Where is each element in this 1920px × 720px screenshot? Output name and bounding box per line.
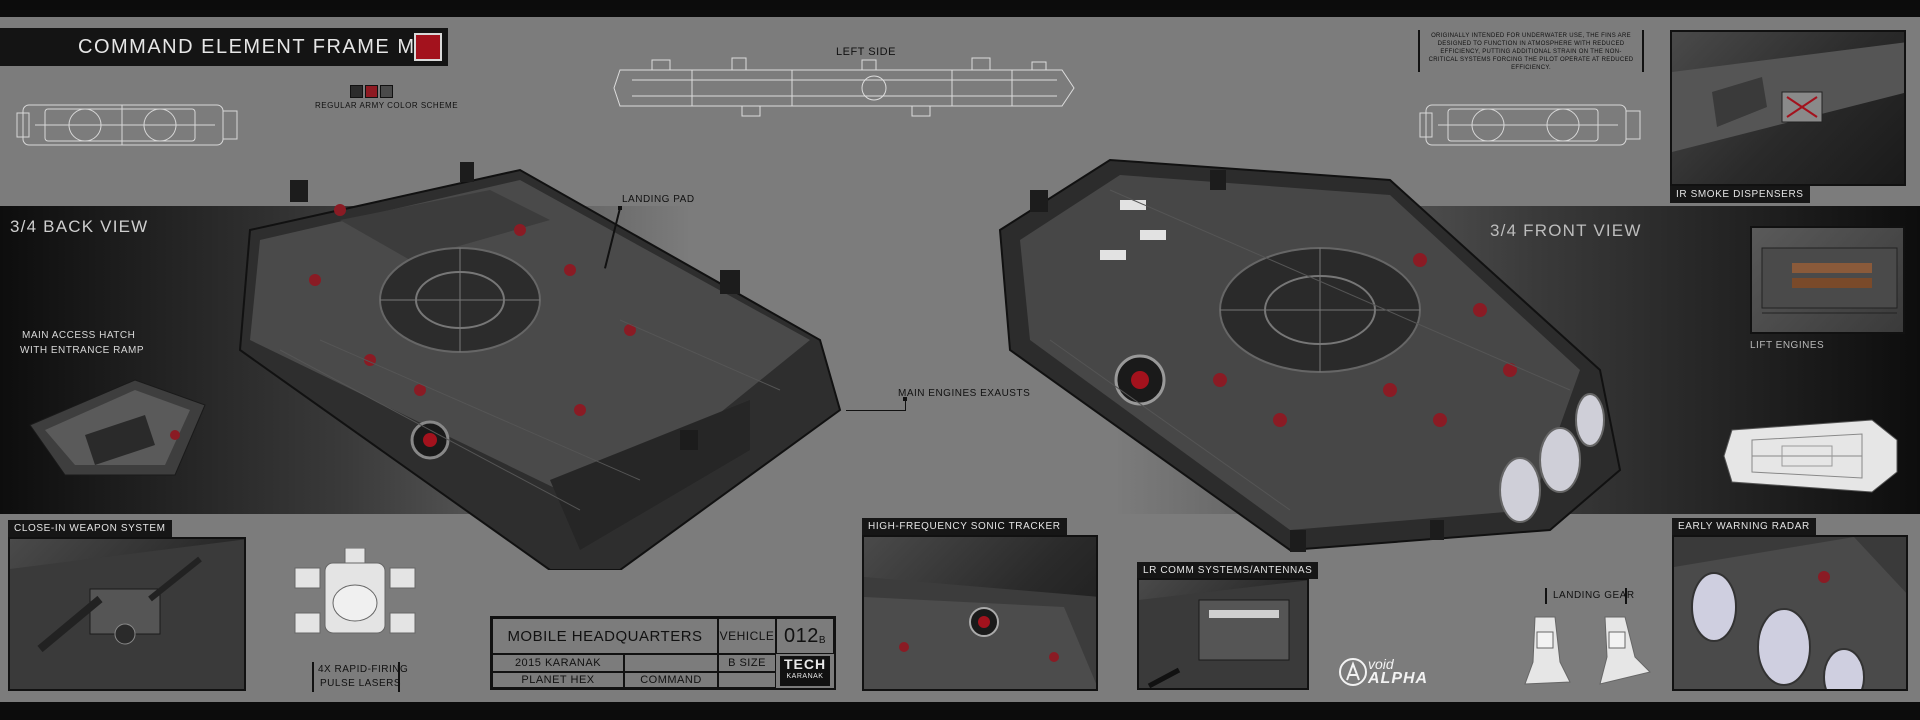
ir-smoke-tag: IR SMOKE DISPENSERS: [1670, 186, 1810, 203]
tb-name: MOBILE HEADQUARTERS: [492, 618, 718, 654]
back-view-title: 3/4 BACK VIEW: [10, 217, 149, 236]
landing-gear-wireframe: [1524, 616, 1651, 685]
logo-bottom-text: KARANAK: [786, 673, 824, 680]
ir-smoke-thumbnail: [1670, 30, 1906, 186]
main-engines-leader-v: [905, 398, 906, 410]
landing-gear-box: LANDING GEAR: [1545, 588, 1634, 604]
design-note: ORIGINALLY INTENDED FOR UNDERWATER USE, …: [1418, 30, 1644, 72]
tb-number: 012: [783, 624, 819, 647]
alpha-mark-icon: [1339, 658, 1367, 686]
rapid-firing-label-2: PULSE LASERS: [320, 678, 402, 689]
logo-top-text: TECH: [783, 656, 827, 672]
main-access-hatch-render: [29, 379, 206, 476]
lift-engines-render: [1761, 247, 1898, 314]
tb-empty-2: [718, 672, 776, 688]
close-in-weapon-tag: CLOSE-IN WEAPON SYSTEM: [8, 520, 172, 537]
early-warning-thumbnail: [1672, 535, 1908, 691]
main-engines-leader-h: [846, 410, 906, 411]
rapid-firing-label-1: 4X RAPID-FIRING: [318, 664, 409, 675]
swatch-grey: [380, 85, 393, 98]
top-view-wireframe-left: [16, 104, 238, 146]
swatch-red: [365, 85, 378, 98]
lift-engines-label: LIFT ENGINES: [1750, 340, 1825, 351]
sonic-tracker-thumbnail: [862, 535, 1098, 691]
early-warning-tag: EARLY WARNING RADAR: [1672, 518, 1816, 535]
tb-size: B SIZE: [718, 654, 776, 672]
landing-pad-dot: [618, 206, 622, 210]
lr-comm-tag: LR COMM SYSTEMS/ANTENNAS: [1137, 562, 1319, 579]
front-view-title: 3/4 FRONT VIEW: [1490, 221, 1642, 240]
tb-setting: PLANET HEX: [492, 672, 624, 688]
lift-engines-thumbnail: [1750, 226, 1905, 334]
brand-line2: ALPHA: [1368, 670, 1429, 687]
lr-comm-thumbnail: [1137, 578, 1309, 690]
front-view-ship-render: [998, 158, 1622, 552]
main-engines-dot: [903, 397, 907, 401]
rapid-firing-box: 4X RAPID-FIRING PULSE LASERS: [312, 662, 408, 692]
lr-comm-render: [1139, 580, 1307, 688]
turret-wireframe: [294, 548, 416, 634]
left-side-label: LEFT SIDE: [836, 46, 896, 58]
landing-gear-label: LANDING GEAR: [1553, 590, 1635, 601]
brand-line1: void: [1368, 656, 1394, 672]
tech-karanak-logo: TECH KARANAK: [780, 656, 830, 686]
ir-smoke-render: [1672, 42, 1904, 152]
sonic-tracker-tag: HIGH-FREQUENCY SONIC TRACKER: [862, 518, 1067, 535]
title-color-swatch: [414, 33, 442, 61]
early-warning-render: [1674, 537, 1906, 689]
color-scheme-swatches: [350, 85, 396, 98]
title-bar: [0, 28, 448, 66]
left-side-wireframe: [613, 57, 1075, 117]
sheet-title: COMMAND ELEMENT FRAME M2: [78, 36, 429, 58]
landing-pad-label: LANDING PAD: [622, 194, 695, 205]
main-engines-label: MAIN ENGINES EXAUSTS: [898, 388, 1031, 399]
top-view-wireframe-right: [1419, 104, 1641, 146]
tb-empty-1: [624, 654, 718, 672]
tb-role: COMMAND: [624, 672, 718, 688]
close-in-weapon-thumbnail: [8, 537, 246, 691]
tb-number-suffix: B: [818, 634, 827, 646]
swatch-dark: [350, 85, 363, 98]
close-in-weapon-render: [10, 539, 244, 689]
main-access-hatch-label-1: MAIN ACCESS HATCH: [22, 330, 136, 341]
main-access-hatch-label-2: WITH ENTRANCE RAMP: [20, 345, 144, 356]
bottom-view-wireframe: [1723, 419, 1898, 493]
back-view-ship-render: [238, 162, 842, 570]
color-scheme-label: REGULAR ARMY COLOR SCHEME: [315, 101, 459, 110]
tb-year-author: 2015 KARANAK: [492, 654, 624, 672]
tb-type: VEHICLE: [718, 618, 776, 654]
void-alpha-logo: void ALPHA: [1338, 656, 1448, 690]
sonic-tracker-render: [864, 577, 1096, 689]
